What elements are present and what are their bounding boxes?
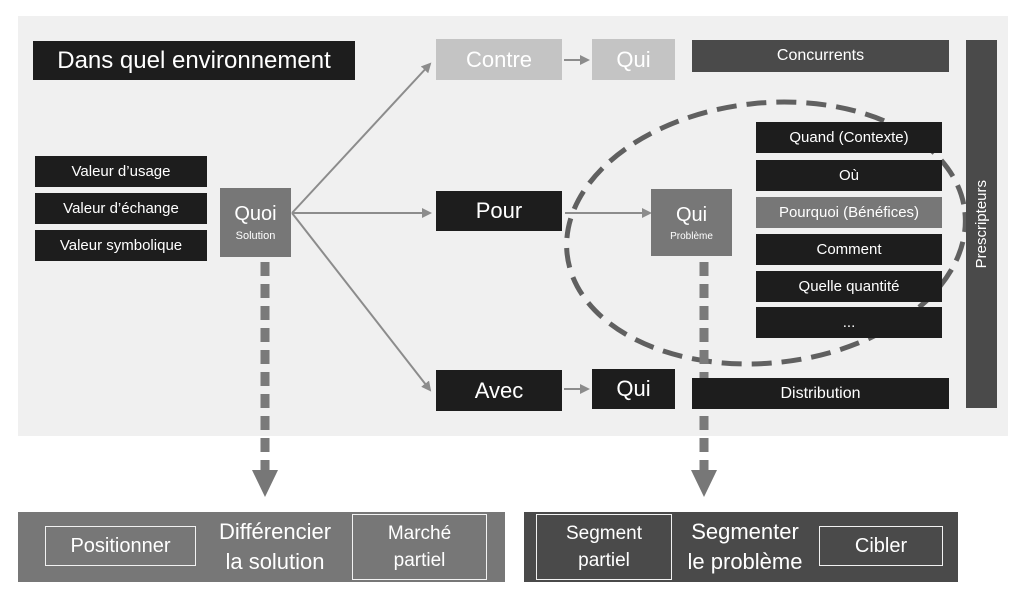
quoi-box: Quoi Solution: [220, 188, 291, 257]
segmenter-text: Segmenter le problème: [672, 516, 818, 578]
problem-ellipse: [564, 99, 968, 367]
pour-box: Pour: [436, 191, 562, 231]
prescripteurs-label: Prescripteurs: [973, 179, 990, 269]
question-item: ...: [756, 307, 942, 338]
quoi-label: Quoi: [234, 203, 277, 225]
positionner-box: Positionner: [45, 526, 196, 566]
contre-box: Contre: [436, 39, 562, 80]
pour-qui-label: Qui: [675, 203, 708, 226]
cibler-box: Cibler: [819, 526, 943, 566]
contre-qui-box: Qui: [592, 39, 675, 80]
arrow-quoi-avec: [291, 212, 432, 392]
differencier-line1: Différencier: [218, 519, 332, 544]
value-item: Valeur symbolique: [35, 230, 207, 261]
question-item: Quelle quantité: [756, 271, 942, 302]
pour-qui-sub: Problème: [670, 230, 713, 242]
differencier-text: Différencier la solution: [198, 516, 352, 578]
avec-qui-box: Qui: [592, 369, 675, 409]
marche-partiel-box: Marché partiel: [352, 514, 487, 580]
avec-box: Avec: [436, 370, 562, 411]
segmenter-line1: Segmenter: [691, 519, 799, 544]
distribution-box: Distribution: [692, 378, 949, 409]
marche-line2: partiel: [393, 550, 446, 571]
bottom-right-band: Segment partiel Segmenter le problème Ci…: [524, 512, 958, 582]
question-item: Pourquoi (Bénéfices): [756, 197, 942, 228]
marche-line1: Marché: [387, 523, 452, 544]
value-item: Valeur d’échange: [35, 193, 207, 224]
arrow-quoi-contre: [291, 62, 432, 214]
value-item: Valeur d’usage: [35, 156, 207, 187]
question-item: Où: [756, 160, 942, 191]
title-box: Dans quel environnement: [33, 41, 355, 80]
segmenter-line2: le problème: [687, 549, 803, 574]
differencier-line2: la solution: [225, 549, 325, 574]
segment-line2: partiel: [578, 550, 630, 571]
concurrents-box: Concurrents: [692, 40, 949, 72]
arrowhead-solution: [252, 470, 278, 497]
pour-qui-box: Qui Problème: [651, 189, 732, 256]
prescripteurs-bar: Prescripteurs: [966, 40, 997, 408]
bottom-left-band: Positionner Différencier la solution Mar…: [18, 512, 505, 582]
arrowhead-probleme: [691, 470, 717, 497]
quoi-sub: Solution: [235, 230, 276, 242]
question-item: Comment: [756, 234, 942, 265]
segment-line1: Segment: [565, 523, 643, 544]
question-item: Quand (Contexte): [756, 122, 942, 153]
segment-partiel-box: Segment partiel: [536, 514, 672, 580]
